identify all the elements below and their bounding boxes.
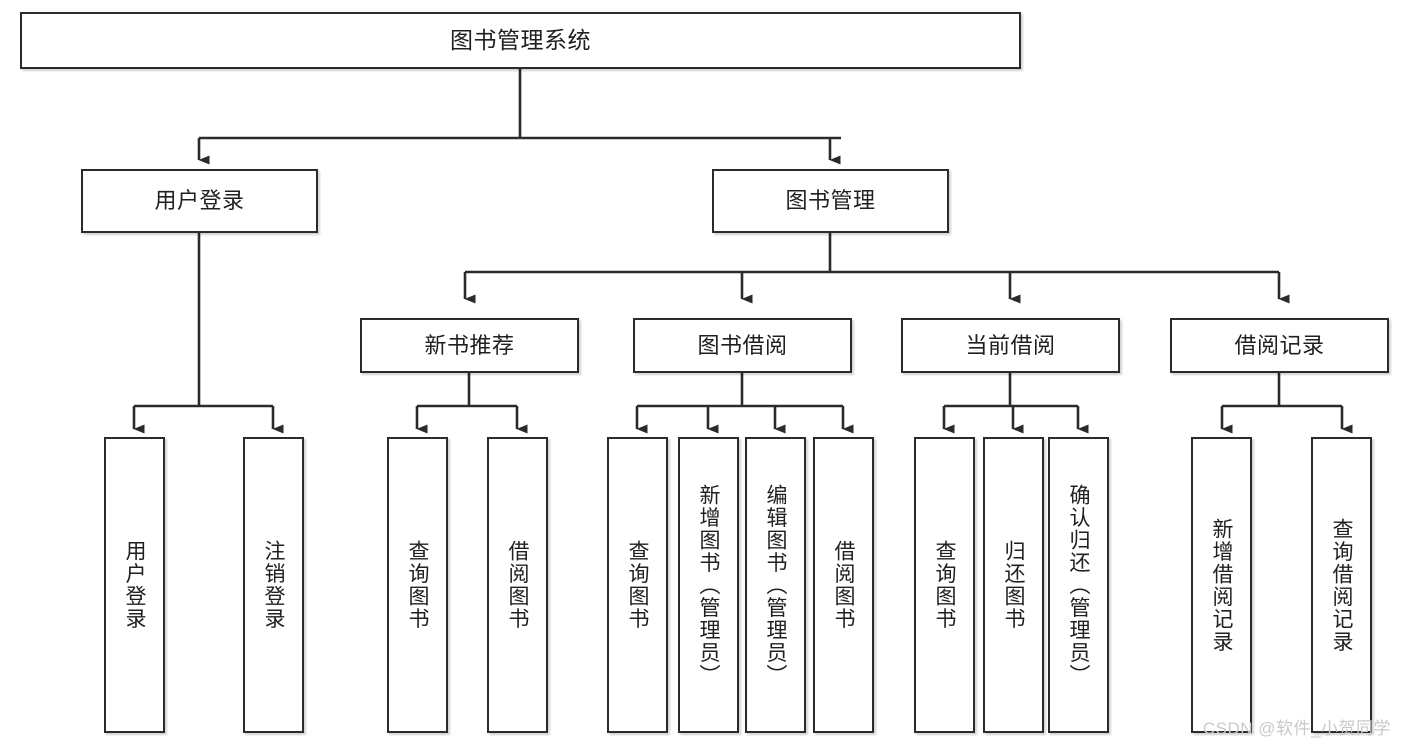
node-leaf-borrow-book-2-label: 借阅图书: [832, 540, 855, 630]
node-leaf-add-record[interactable]: 新增借阅记录: [1191, 437, 1252, 733]
node-leaf-query-book-3[interactable]: 查询图书: [914, 437, 975, 733]
node-leaf-query-book-2-label: 查询图书: [626, 540, 649, 630]
node-new-book-recommend-label: 新书推荐: [424, 332, 515, 358]
node-leaf-edit-book-label: 编辑图书（管理员）: [764, 483, 787, 687]
node-leaf-add-record-label: 新增借阅记录: [1210, 517, 1233, 653]
node-leaf-borrow-book-1-label: 借阅图书: [506, 540, 529, 630]
node-current-borrow[interactable]: 当前借阅: [901, 318, 1120, 373]
node-user-login-label: 用户登录: [154, 188, 245, 214]
node-leaf-add-book-label: 新增图书（管理员）: [697, 483, 720, 687]
node-leaf-logout[interactable]: 注销登录: [243, 437, 304, 733]
node-leaf-query-record[interactable]: 查询借阅记录: [1311, 437, 1372, 733]
node-leaf-query-book-1-label: 查询图书: [406, 540, 429, 630]
node-book-borrow-label: 图书借阅: [697, 332, 788, 358]
node-root[interactable]: 图书管理系统: [20, 12, 1021, 69]
node-leaf-logout-label: 注销登录: [262, 540, 285, 630]
node-leaf-return-book[interactable]: 归还图书: [983, 437, 1044, 733]
node-book-manage-label: 图书管理: [785, 188, 876, 214]
node-leaf-edit-book[interactable]: 编辑图书（管理员）: [745, 437, 806, 733]
node-current-borrow-label: 当前借阅: [965, 332, 1056, 358]
watermark: CSDN @软件_小贺同学: [1202, 719, 1391, 738]
node-leaf-user-login-label: 用户登录: [123, 540, 146, 630]
node-book-manage[interactable]: 图书管理: [712, 169, 949, 233]
node-leaf-borrow-book-1[interactable]: 借阅图书: [487, 437, 548, 733]
node-leaf-return-book-label: 归还图书: [1002, 540, 1025, 630]
node-leaf-query-book-1[interactable]: 查询图书: [387, 437, 448, 733]
node-leaf-query-book-3-label: 查询图书: [933, 540, 956, 630]
node-book-borrow[interactable]: 图书借阅: [633, 318, 852, 373]
node-leaf-query-record-label: 查询借阅记录: [1330, 517, 1353, 653]
node-leaf-confirm-return-label: 确认归还（管理员）: [1067, 483, 1090, 687]
node-borrow-record-label: 借阅记录: [1234, 332, 1325, 358]
node-user-login[interactable]: 用户登录: [81, 169, 318, 233]
node-borrow-record[interactable]: 借阅记录: [1170, 318, 1389, 373]
node-leaf-query-book-2[interactable]: 查询图书: [607, 437, 668, 733]
node-new-book-recommend[interactable]: 新书推荐: [360, 318, 579, 373]
node-leaf-confirm-return[interactable]: 确认归还（管理员）: [1048, 437, 1109, 733]
node-leaf-add-book[interactable]: 新增图书（管理员）: [678, 437, 739, 733]
node-leaf-borrow-book-2[interactable]: 借阅图书: [813, 437, 874, 733]
node-root-label: 图书管理系统: [450, 26, 591, 53]
node-leaf-user-login[interactable]: 用户登录: [104, 437, 165, 733]
